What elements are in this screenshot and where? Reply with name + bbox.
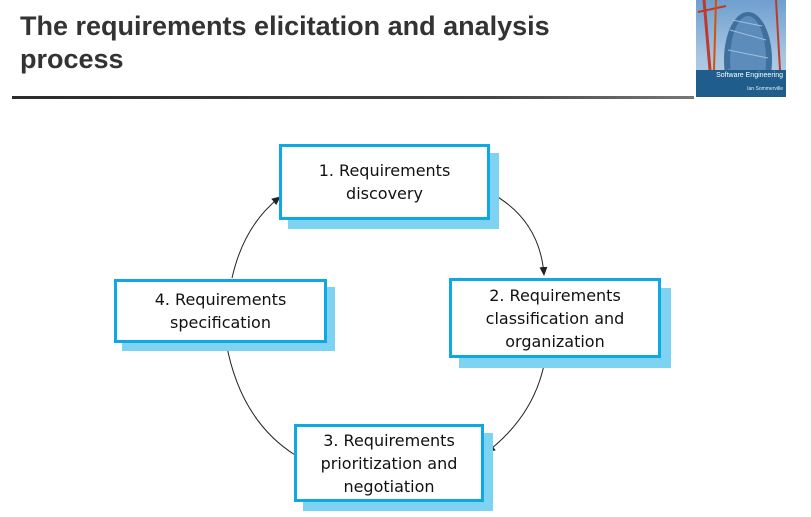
prioritization-label: 3. Requirements prioritization and negot… — [320, 430, 458, 496]
arrow-discovery-to-classification — [490, 192, 548, 276]
book-author: Ian Sommerville — [747, 86, 783, 92]
arrow-prioritization-to-specification — [223, 341, 296, 456]
book-cover-image: Software Engineering Ian Sommerville — [696, 0, 786, 97]
prioritization-box: 3. Requirements prioritization and negot… — [294, 424, 484, 502]
arrow-classification-to-prioritization — [486, 359, 546, 453]
discovery-label: 1. Requirements discovery — [318, 161, 451, 203]
title-divider — [12, 96, 694, 99]
book-title-band — [696, 70, 786, 97]
classification-box: 2. Requirements classification and organ… — [449, 278, 661, 358]
classification-label: 2. Requirements classification and organ… — [485, 285, 625, 351]
discovery-box: 1. Requirements discovery — [279, 144, 490, 220]
slide-title: The requirements elicitation and analysi… — [20, 11, 550, 74]
specification-box: 4. Requirements specification — [114, 279, 327, 343]
specification-label: 4. Requirements specification — [154, 290, 287, 332]
arrow-specification-to-discovery — [231, 196, 281, 279]
book-title: Software Engineering — [716, 72, 783, 79]
